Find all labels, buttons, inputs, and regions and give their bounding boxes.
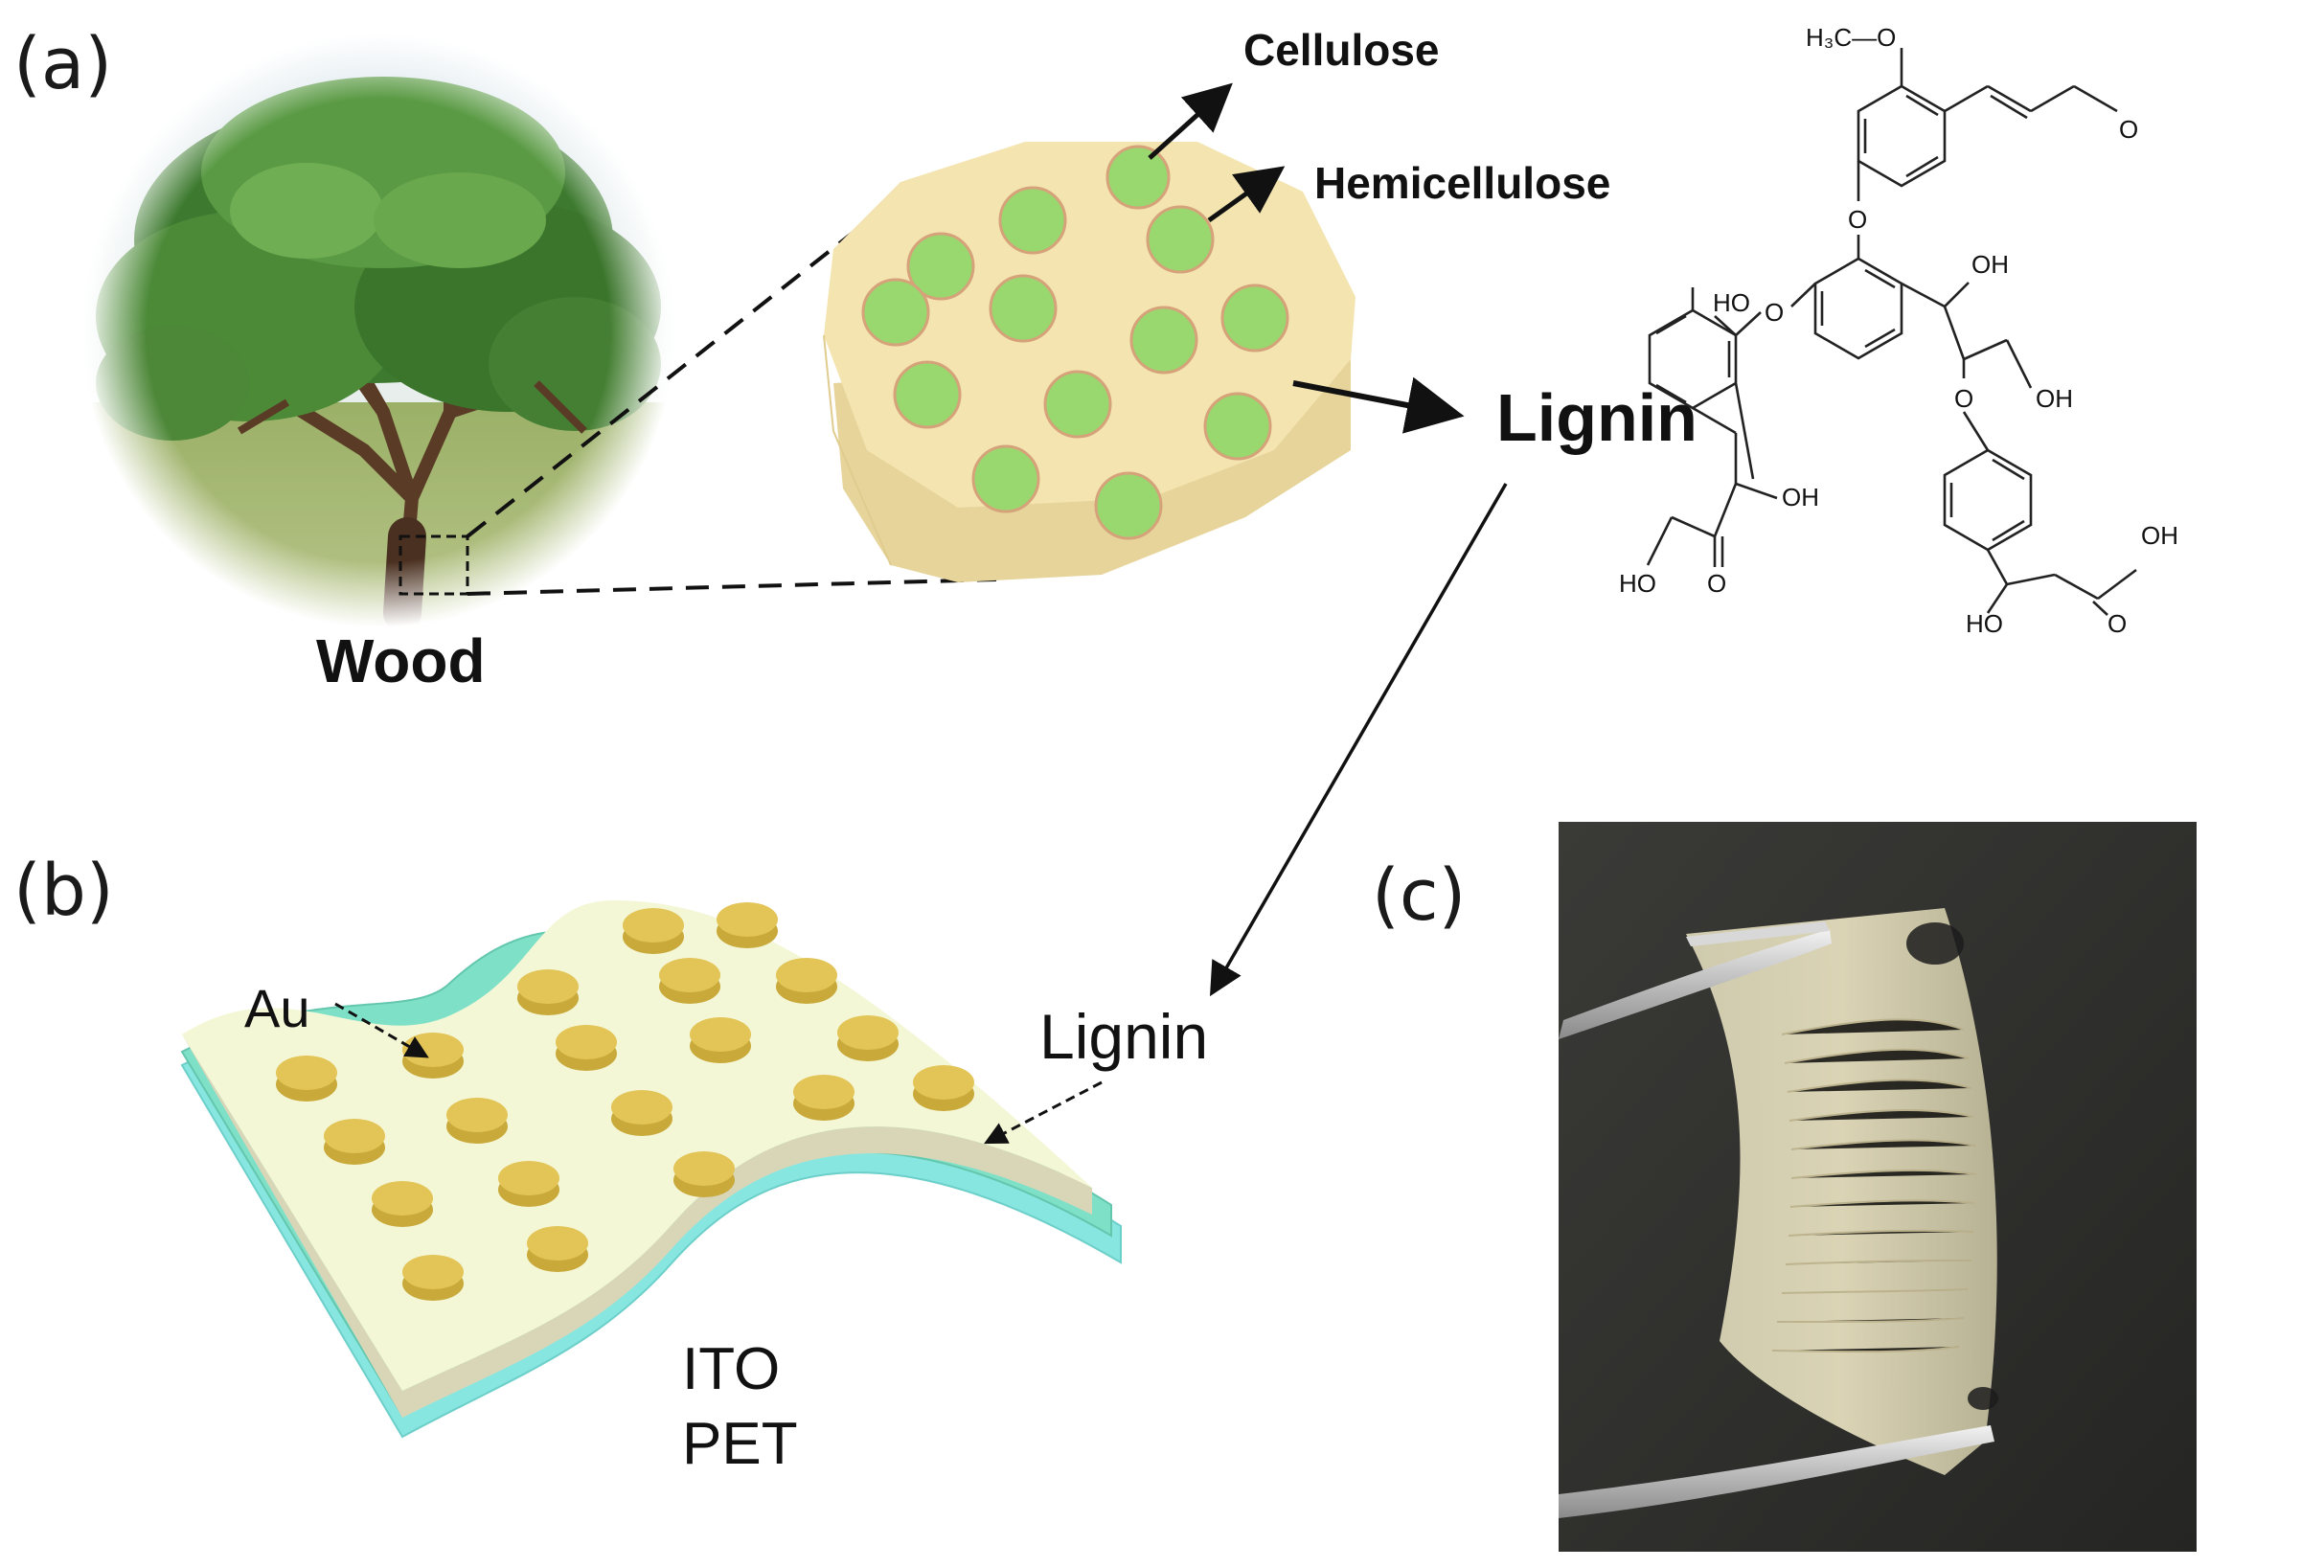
fiber-circle [1146, 205, 1215, 274]
device-photo [1559, 822, 2197, 1552]
lignin-pointer-arrow [984, 1080, 1103, 1145]
fiber-circle [1094, 471, 1163, 540]
cellulose-label: Cellulose [1243, 25, 1440, 75]
au-label: Au [244, 978, 310, 1038]
au-electrode-pads [276, 902, 974, 1301]
hydroxyl-label: OH [1971, 250, 2009, 279]
fiber-circle [998, 186, 1067, 255]
fiber-circle [989, 274, 1058, 343]
panel-label-b: (b) [13, 850, 114, 932]
hydroxyl-label: HO [1713, 288, 1750, 317]
fiber-circle [861, 278, 930, 347]
fiber-circles [861, 145, 1289, 540]
lignin-film-label: Lignin [1039, 1001, 1208, 1072]
hydroxyl-label: HO [1966, 609, 2003, 638]
hydroxyl-label: OH [1782, 483, 1819, 511]
trunk-selection-box [399, 534, 469, 596]
fiber-circle [1105, 145, 1171, 210]
tree-photo [77, 29, 680, 632]
wood-cross-section-disk [823, 142, 1356, 582]
svg-text:O: O [2108, 609, 2127, 638]
hemicellulose-arrow [1207, 166, 1286, 223]
zoom-line-bottom [467, 578, 997, 596]
svg-text:HO: HO [1619, 569, 1656, 598]
ito-label: ITO [682, 1336, 780, 1402]
cellulose-arrow [1148, 82, 1233, 160]
hydroxyl-label: OH [2036, 384, 2073, 413]
fiber-circle [1129, 306, 1198, 375]
fiber-circle [971, 444, 1040, 513]
au-pointer-arrow [334, 1002, 429, 1058]
hemicellulose-label: Hemicellulose [1314, 158, 1610, 208]
tweezer-bottom [1559, 1425, 1994, 1518]
fiber-circle [906, 232, 975, 301]
tweezer-top [1559, 929, 1832, 1039]
panel-label-c: (c) [1372, 854, 1466, 937]
fiber-circle [1043, 370, 1112, 439]
lignin-to-device-arrow [1209, 483, 1508, 997]
ketone-o-label: O [1707, 569, 1726, 598]
flexible-device-stack [180, 900, 1122, 1439]
ether-o-label: O [1765, 298, 1784, 327]
fiber-circle [1220, 284, 1289, 352]
lignin-arrow [1292, 376, 1465, 434]
lignin-chemical-structure: H₃C—O O O O OH OH O [1619, 23, 2178, 638]
pet-label: PET [682, 1411, 798, 1477]
methoxy-label: H₃C—O [1806, 23, 1896, 52]
ether-o-label: O [1848, 205, 1867, 234]
ether-o-label: O [1954, 384, 1973, 413]
aldehyde-o-label: O [2119, 115, 2138, 144]
fiber-circle [1203, 392, 1272, 461]
fiber-circle [893, 360, 962, 429]
hydroxyl-label: OH [2141, 521, 2178, 550]
wood-label: Wood [316, 626, 486, 695]
